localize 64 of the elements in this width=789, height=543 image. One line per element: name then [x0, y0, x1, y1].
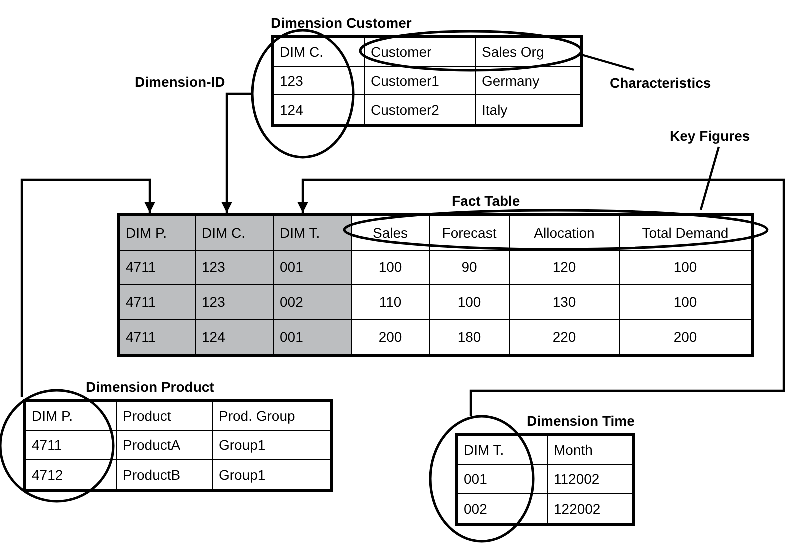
table-value: 4712	[26, 460, 117, 489]
column-header: Forecast	[430, 216, 510, 250]
column-header: DIM T.	[274, 216, 352, 250]
column-header: Product	[117, 402, 213, 431]
table-value: 001	[274, 250, 352, 285]
column-header: Sales Org	[476, 38, 580, 67]
column-header: Prod. Group	[213, 402, 330, 431]
column-header: DIM T.	[458, 436, 548, 465]
table-value: ProductB	[117, 460, 213, 489]
table-value: 220	[510, 320, 620, 354]
table-value: 124	[196, 320, 274, 354]
table-value: 123	[196, 285, 274, 320]
column-header: Allocation	[510, 216, 620, 250]
table-value: 4711	[120, 285, 196, 320]
table-title: Dimension Customer	[271, 14, 412, 32]
table-value: Italy	[481, 100, 509, 120]
column-header: Sales	[352, 216, 430, 250]
column-header: DIM C.	[196, 216, 274, 250]
column-header: DIM P.	[120, 216, 196, 250]
column-header: Month	[548, 436, 632, 465]
table-value: 4711	[120, 320, 196, 354]
leader-line	[700, 146, 720, 210]
table-value: 4711	[120, 250, 196, 285]
connector-arrow	[298, 178, 786, 416]
leader-line	[582, 54, 634, 72]
table-value: 123	[274, 66, 365, 96]
table-value: Customer2	[365, 95, 476, 124]
table-value: 112002	[548, 465, 632, 494]
table-value: 001	[274, 320, 352, 354]
table-value: 100	[620, 285, 751, 320]
table-value: 100	[430, 285, 510, 320]
annotation-label: Dimension-ID	[135, 73, 226, 91]
table-value: Customer1	[365, 66, 476, 96]
table-value: 130	[510, 285, 620, 320]
table-title: Dimension Product	[86, 378, 214, 396]
table-value: Germany	[476, 66, 580, 96]
callout-text: Key Figures	[670, 127, 750, 145]
table-value: 200	[672, 328, 698, 347]
table-value: ProductA	[117, 431, 213, 460]
table-value: 100	[620, 250, 751, 285]
table-value: 180	[430, 320, 510, 354]
table-value: Group1	[218, 466, 267, 485]
column-header: Total Demand	[620, 216, 751, 250]
table-value: 123	[196, 250, 274, 285]
table-value: 002	[458, 494, 548, 523]
table-value: 100	[352, 250, 430, 285]
callout-text: Characteristics	[610, 74, 712, 92]
connector-arrow	[20, 178, 156, 397]
table-value: 110	[352, 285, 430, 320]
table-value: 120	[510, 250, 620, 285]
connector-arrow	[222, 92, 252, 213]
table-value: 124	[274, 95, 365, 124]
column-header: Customer	[365, 38, 476, 67]
table-title: Dimension Time	[527, 412, 635, 430]
column-header: DIM C.	[274, 38, 365, 67]
table-value: Group1	[213, 431, 330, 460]
table-value: 200	[352, 320, 430, 354]
table-title: Fact Table	[452, 192, 520, 210]
column-header: DIM P.	[26, 402, 117, 431]
table-value: 002	[274, 285, 352, 320]
table-value: 90	[430, 250, 510, 285]
table-value: 122002	[553, 500, 602, 518]
table-value: 4711	[26, 431, 117, 460]
table-value: 001	[458, 465, 548, 494]
